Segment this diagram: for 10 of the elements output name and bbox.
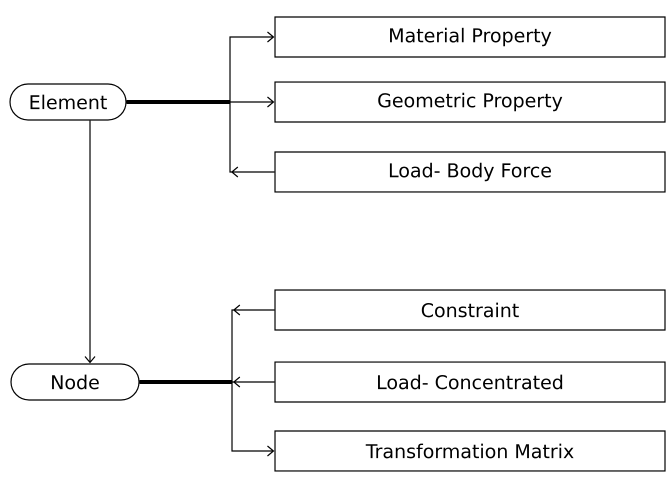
rounded-box: Node: [10, 363, 140, 401]
arrow: [140, 381, 274, 456]
arrow: [84, 120, 96, 364]
property-box: Load- Body Force: [274, 151, 666, 193]
property-box: Load- Concentrated: [274, 361, 666, 403]
property-box: Constraint: [274, 289, 666, 331]
property-box: Material Property: [274, 16, 666, 58]
rounded-box: Element: [9, 83, 127, 121]
property-box: Transformation Matrix: [274, 430, 666, 472]
property-box: Geometric Property: [274, 81, 666, 123]
